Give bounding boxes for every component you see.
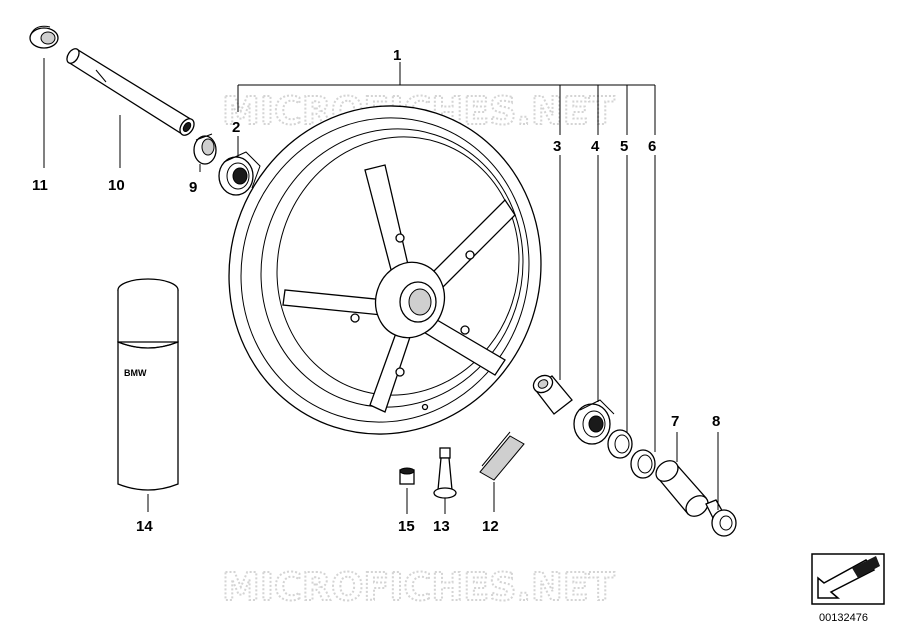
callout-9[interactable]: 9 <box>189 179 197 196</box>
callout-13[interactable]: 13 <box>433 518 450 535</box>
part-4-bearing[interactable] <box>573 399 615 445</box>
part-9-spacer[interactable] <box>193 133 217 165</box>
part-8-bolt[interactable] <box>705 499 737 537</box>
callout-10[interactable]: 10 <box>108 177 125 194</box>
callout-11[interactable]: 11 <box>32 177 48 194</box>
callout-6[interactable]: 6 <box>648 138 656 155</box>
part-15-valve-cap[interactable] <box>399 467 415 485</box>
callout-2[interactable]: 2 <box>232 119 240 136</box>
diagram-code: 00132476 <box>819 612 868 624</box>
callout-15[interactable]: 15 <box>398 518 415 535</box>
part-11-cap[interactable] <box>29 25 59 49</box>
part-2-bearing[interactable] <box>218 151 261 196</box>
part-13-valve[interactable] <box>433 447 457 499</box>
callout-12[interactable]: 12 <box>482 518 499 535</box>
callout-4[interactable]: 4 <box>591 138 600 155</box>
part-5-seal[interactable] <box>607 429 633 459</box>
part-7-distance-sleeve[interactable] <box>652 457 712 521</box>
part-3-sleeve[interactable] <box>530 372 573 415</box>
arrow-icon[interactable] <box>811 553 885 605</box>
callout-14[interactable]: 14 <box>136 518 153 535</box>
part-14-spray-can[interactable]: BMW <box>117 278 179 491</box>
can-brand-text: BMW <box>124 368 147 378</box>
part-1-wheel[interactable] <box>187 65 584 475</box>
part-12-weight-strip[interactable] <box>479 431 525 481</box>
callout-7[interactable]: 7 <box>671 413 679 430</box>
callout-3[interactable]: 3 <box>553 138 561 155</box>
part-6-ring[interactable] <box>630 449 656 479</box>
part-10-axle[interactable] <box>64 47 196 138</box>
callout-8[interactable]: 8 <box>712 413 720 430</box>
callout-1[interactable]: 1 <box>393 47 401 64</box>
callout-5[interactable]: 5 <box>620 138 628 155</box>
watermark-bottom: MICROFICHES.NET <box>222 565 615 609</box>
